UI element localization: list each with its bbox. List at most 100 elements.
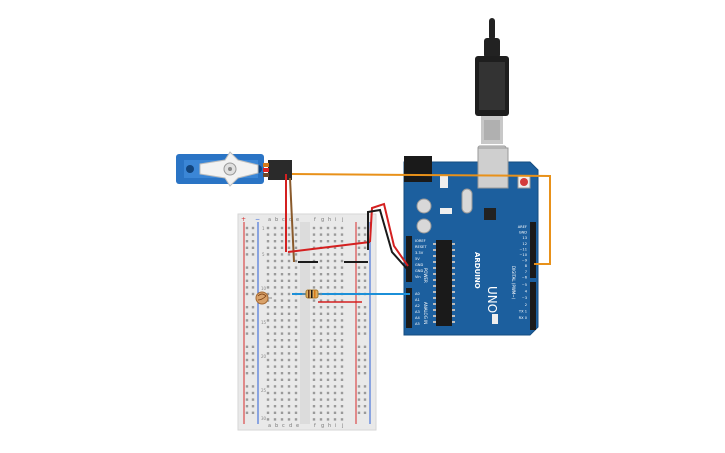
breadboard-hole[interactable]	[287, 259, 291, 263]
breadboard-hole[interactable]	[273, 226, 277, 230]
breadboard-hole[interactable]	[266, 372, 270, 375]
rail-hole[interactable]	[245, 253, 249, 256]
breadboard-hole[interactable]	[312, 233, 316, 236]
rail-hole[interactable]	[363, 233, 367, 236]
breadboard-hole[interactable]	[266, 391, 270, 395]
rail-hole[interactable]	[363, 226, 367, 230]
rail-hole[interactable]	[363, 253, 367, 256]
breadboard-hole[interactable]	[287, 391, 291, 395]
breadboard-hole[interactable]	[280, 385, 284, 388]
breadboard-hole[interactable]	[280, 325, 284, 329]
breadboard-hole[interactable]	[266, 411, 270, 414]
breadboard-hole[interactable]	[312, 312, 316, 315]
rail-hole[interactable]	[245, 365, 249, 368]
rail-hole[interactable]	[357, 246, 361, 249]
breadboard-hole[interactable]	[326, 345, 330, 348]
breadboard-hole[interactable]	[312, 339, 316, 342]
breadboard-hole[interactable]	[287, 418, 291, 421]
rail-hole[interactable]	[251, 325, 255, 329]
breadboard-hole[interactable]	[280, 306, 284, 309]
breadboard-hole[interactable]	[333, 378, 337, 381]
rail-hole[interactable]	[357, 385, 361, 388]
rail-hole[interactable]	[251, 233, 255, 236]
breadboard-hole[interactable]	[319, 312, 323, 315]
breadboard-hole[interactable]	[319, 306, 323, 309]
rail-hole[interactable]	[357, 391, 361, 395]
breadboard-hole[interactable]	[294, 279, 298, 282]
breadboard-hole[interactable]	[312, 332, 316, 335]
rail-hole[interactable]	[357, 365, 361, 368]
rail-hole[interactable]	[251, 273, 255, 276]
breadboard-hole[interactable]	[340, 398, 344, 401]
rail-hole[interactable]	[251, 226, 255, 230]
breadboard-hole[interactable]	[333, 391, 337, 395]
breadboard-hole[interactable]	[294, 312, 298, 315]
rail-hole[interactable]	[363, 385, 367, 388]
breadboard-hole[interactable]	[287, 411, 291, 414]
breadboard-hole[interactable]	[319, 411, 323, 414]
rail-hole[interactable]	[251, 358, 255, 362]
breadboard-hole[interactable]	[294, 266, 298, 269]
breadboard-hole[interactable]	[333, 372, 337, 375]
breadboard-hole[interactable]	[340, 319, 344, 322]
wire-gnd-arduino[interactable]	[367, 208, 409, 271]
breadboard-hole[interactable]	[333, 365, 337, 368]
breadboard-hole[interactable]	[287, 405, 291, 408]
analog-header[interactable]	[406, 288, 412, 328]
breadboard-hole[interactable]	[333, 405, 337, 408]
rail-hole[interactable]	[251, 405, 255, 408]
breadboard-hole[interactable]	[319, 233, 323, 236]
breadboard-hole[interactable]	[287, 325, 291, 329]
breadboard-hole[interactable]	[312, 299, 316, 302]
rail-hole[interactable]	[363, 358, 367, 362]
breadboard-hole[interactable]	[319, 325, 323, 329]
breadboard-hole[interactable]	[266, 325, 270, 329]
breadboard-hole[interactable]	[340, 345, 344, 348]
breadboard-hole[interactable]	[340, 418, 344, 421]
rail-hole[interactable]	[357, 266, 361, 269]
breadboard-hole[interactable]	[273, 418, 277, 421]
rail-hole[interactable]	[245, 358, 249, 362]
rail-hole[interactable]	[245, 312, 249, 315]
breadboard-hole[interactable]	[340, 325, 344, 329]
rail-hole[interactable]	[357, 279, 361, 282]
breadboard-hole[interactable]	[266, 233, 270, 236]
breadboard-hole[interactable]	[326, 385, 330, 388]
rail-hole[interactable]	[245, 405, 249, 408]
breadboard-hole[interactable]	[273, 299, 277, 302]
breadboard-hole[interactable]	[294, 358, 298, 362]
rail-hole[interactable]	[245, 325, 249, 329]
breadboard-hole[interactable]	[312, 286, 316, 289]
breadboard-hole[interactable]	[273, 339, 277, 342]
breadboard-hole[interactable]	[312, 345, 316, 348]
rail-hole[interactable]	[357, 411, 361, 414]
breadboard-hole[interactable]	[266, 398, 270, 401]
breadboard-hole[interactable]	[294, 253, 298, 256]
breadboard-hole[interactable]	[326, 365, 330, 368]
breadboard-hole[interactable]	[319, 391, 323, 395]
breadboard-hole[interactable]	[280, 240, 284, 243]
rail-hole[interactable]	[251, 312, 255, 315]
rail-hole[interactable]	[357, 319, 361, 322]
breadboard-hole[interactable]	[340, 391, 344, 395]
breadboard-hole[interactable]	[340, 352, 344, 355]
breadboard-hole[interactable]	[340, 240, 344, 243]
breadboard-hole[interactable]	[333, 233, 337, 236]
breadboard-hole[interactable]	[312, 325, 316, 329]
breadboard-hole[interactable]	[319, 365, 323, 368]
breadboard-hole[interactable]	[312, 319, 316, 322]
breadboard-hole[interactable]	[287, 352, 291, 355]
breadboard-hole[interactable]	[333, 226, 337, 230]
breadboard-hole[interactable]	[326, 378, 330, 381]
breadboard-hole[interactable]	[266, 358, 270, 362]
breadboard-hole[interactable]	[273, 365, 277, 368]
breadboard-hole[interactable]	[319, 385, 323, 388]
breadboard-hole[interactable]	[333, 286, 337, 289]
breadboard-hole[interactable]	[326, 273, 330, 276]
breadboard-hole[interactable]	[266, 286, 270, 289]
breadboard-hole[interactable]	[273, 352, 277, 355]
breadboard-hole[interactable]	[287, 240, 291, 243]
breadboard-hole[interactable]	[280, 339, 284, 342]
breadboard-hole[interactable]	[319, 418, 323, 421]
breadboard-hole[interactable]	[340, 365, 344, 368]
